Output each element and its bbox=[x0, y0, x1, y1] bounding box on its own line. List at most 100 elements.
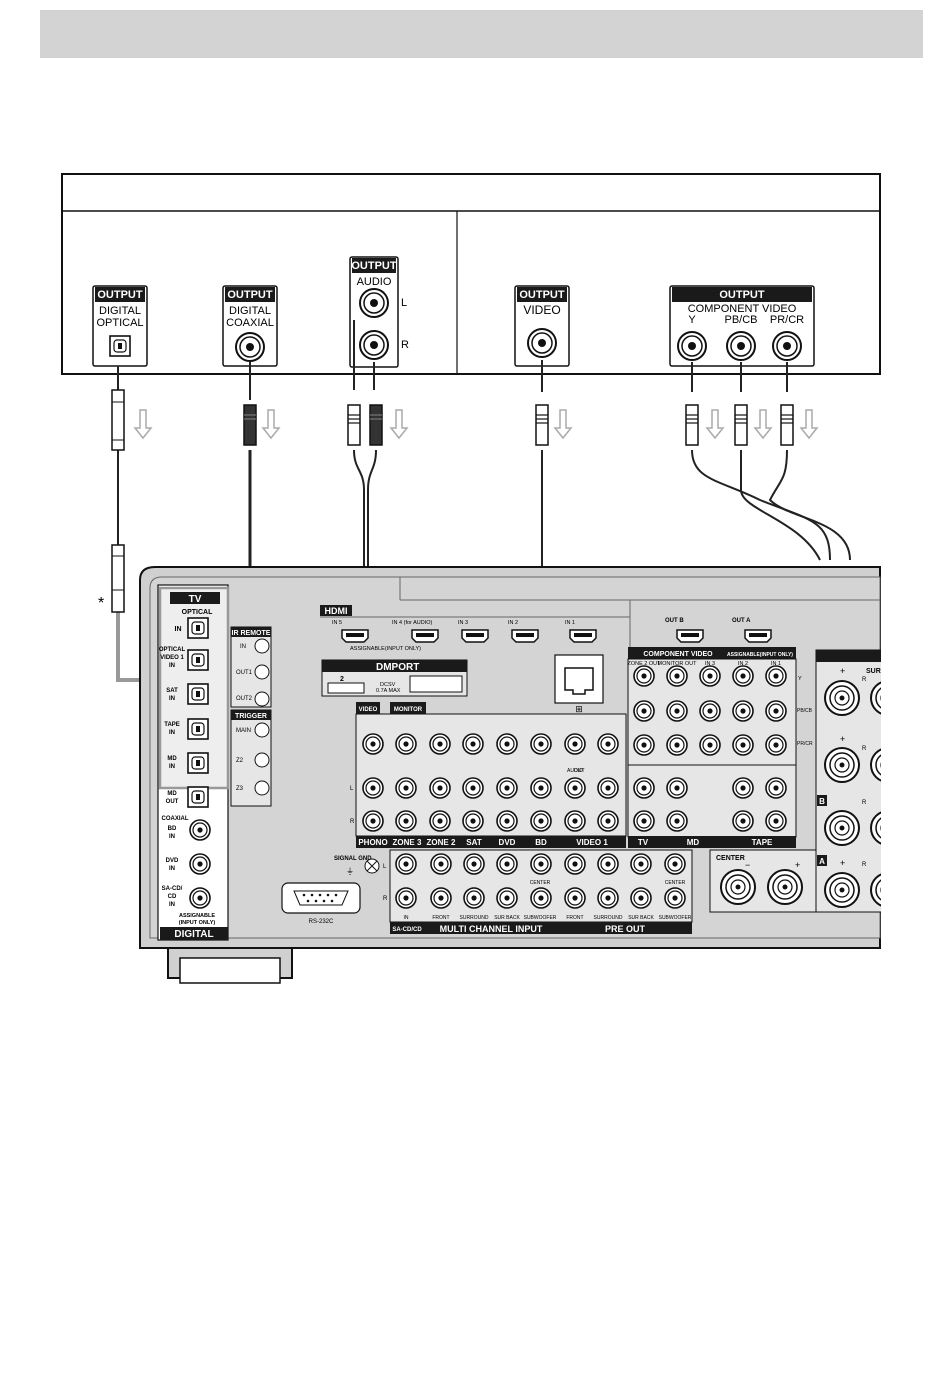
arrow-down-icon bbox=[134, 409, 152, 439]
multichannel-jack-icon[interactable] bbox=[395, 853, 417, 875]
av-jack-icon[interactable] bbox=[362, 810, 384, 832]
av-jack-icon[interactable] bbox=[429, 810, 451, 832]
sacd-coaxial-jack-icon[interactable] bbox=[189, 887, 211, 909]
label-max-current: 0.7A MAX bbox=[376, 688, 401, 694]
multichannel-jack-icon[interactable] bbox=[530, 853, 552, 875]
av-jack-icon[interactable] bbox=[530, 777, 552, 799]
hdmi-port-icon[interactable] bbox=[569, 629, 597, 643]
multichannel-jack-icon[interactable] bbox=[664, 887, 686, 909]
av-jack-icon[interactable] bbox=[633, 810, 655, 832]
av-jack-icon[interactable] bbox=[530, 733, 552, 755]
multichannel-jack-icon[interactable] bbox=[630, 853, 652, 875]
av-jack-icon[interactable] bbox=[633, 777, 655, 799]
rs232c-port[interactable]: RS-232C bbox=[281, 882, 361, 925]
multichannel-jack-icon[interactable] bbox=[664, 853, 686, 875]
speaker-terminal-icon[interactable] bbox=[824, 747, 860, 783]
multichannel-jack-icon[interactable] bbox=[597, 853, 619, 875]
component-jack-icon[interactable] bbox=[699, 734, 721, 756]
bd-coaxial-jack-icon[interactable] bbox=[189, 819, 211, 841]
multichannel-jack-icon[interactable] bbox=[597, 887, 619, 909]
av-jack-icon[interactable] bbox=[666, 777, 688, 799]
hdmi-port-icon[interactable] bbox=[341, 629, 369, 643]
multichannel-jack-icon[interactable] bbox=[430, 853, 452, 875]
component-jack-icon[interactable] bbox=[765, 665, 787, 687]
av-jack-icon[interactable] bbox=[564, 733, 586, 755]
av-jack-icon[interactable] bbox=[462, 777, 484, 799]
av-jack-icon[interactable] bbox=[429, 733, 451, 755]
av-jack-icon[interactable] bbox=[597, 777, 619, 799]
av-jack-icon[interactable] bbox=[564, 777, 586, 799]
av-jack-icon[interactable] bbox=[362, 733, 384, 755]
label-z2: Z2 bbox=[236, 758, 244, 764]
av-jack-icon[interactable] bbox=[429, 777, 451, 799]
multichannel-jack-icon[interactable] bbox=[496, 887, 518, 909]
multichannel-jack-icon[interactable] bbox=[430, 887, 452, 909]
component-jack-icon[interactable] bbox=[633, 734, 655, 756]
av-jack-icon[interactable] bbox=[395, 810, 417, 832]
output-digital-optical[interactable]: OUTPUT DIGITAL OPTICAL bbox=[92, 285, 148, 367]
speaker-terminal-icon[interactable] bbox=[720, 869, 756, 905]
component-jack-icon[interactable] bbox=[699, 700, 721, 722]
component-jack-icon[interactable] bbox=[765, 734, 787, 756]
output-component-video[interactable]: OUTPUT COMPONENT VIDEO Y PB/CB PR/CR bbox=[669, 285, 815, 367]
multichannel-jack-icon[interactable] bbox=[564, 853, 586, 875]
output-digital-coaxial[interactable]: OUTPUT DIGITAL COAXIAL bbox=[222, 285, 278, 367]
multichannel-jack-icon[interactable] bbox=[395, 887, 417, 909]
label-in: IN bbox=[169, 696, 175, 702]
av-jack-icon[interactable] bbox=[395, 777, 417, 799]
component-jack-icon[interactable] bbox=[633, 665, 655, 687]
av-jack-icon[interactable] bbox=[496, 733, 518, 755]
av-jack-icon[interactable] bbox=[496, 810, 518, 832]
output-video[interactable]: OUTPUT VIDEO bbox=[514, 285, 570, 367]
av-jack-icon[interactable] bbox=[765, 810, 787, 832]
label-md: MD bbox=[167, 756, 177, 762]
component-jack-icon[interactable] bbox=[666, 665, 688, 687]
component-jack-icon[interactable] bbox=[732, 734, 754, 756]
av-jack-icon[interactable] bbox=[732, 810, 754, 832]
av-jack-icon[interactable] bbox=[362, 777, 384, 799]
component-jack-icon[interactable] bbox=[732, 665, 754, 687]
av-jack-icon[interactable] bbox=[462, 733, 484, 755]
av-jack-icon[interactable] bbox=[666, 810, 688, 832]
tape-optical-jack-icon[interactable] bbox=[187, 718, 209, 740]
av-jack-icon[interactable] bbox=[597, 810, 619, 832]
label-rs232c: RS-232C bbox=[309, 919, 334, 925]
av-jack-icon[interactable] bbox=[395, 733, 417, 755]
multichannel-jack-icon[interactable] bbox=[463, 887, 485, 909]
output-audio[interactable]: OUTPUT AUDIO L R bbox=[349, 256, 409, 368]
hdmi-port-icon[interactable] bbox=[744, 629, 772, 643]
component-jack-icon[interactable] bbox=[666, 700, 688, 722]
av-jack-icon[interactable] bbox=[597, 733, 619, 755]
multichannel-jack-icon[interactable] bbox=[496, 853, 518, 875]
multichannel-jack-icon[interactable] bbox=[463, 853, 485, 875]
speaker-terminal-icon[interactable] bbox=[767, 869, 803, 905]
ethernet-port[interactable]: ⊞ bbox=[554, 654, 604, 714]
av-jack-icon[interactable] bbox=[462, 810, 484, 832]
video1-optical-jack-icon[interactable] bbox=[187, 649, 209, 671]
component-jack-icon[interactable] bbox=[633, 700, 655, 722]
multichannel-jack-icon[interactable] bbox=[630, 887, 652, 909]
av-jack-icon[interactable] bbox=[530, 810, 552, 832]
av-jack-icon[interactable] bbox=[732, 777, 754, 799]
md-optical-out-jack-icon[interactable] bbox=[187, 786, 209, 808]
av-jack-icon[interactable] bbox=[564, 810, 586, 832]
sat-optical-jack-icon[interactable] bbox=[187, 683, 209, 705]
multichannel-jack-icon[interactable] bbox=[530, 887, 552, 909]
hdmi-port-icon[interactable] bbox=[411, 629, 439, 643]
hdmi-port-icon[interactable] bbox=[461, 629, 489, 643]
av-jack-icon[interactable] bbox=[496, 777, 518, 799]
speaker-terminal-icon[interactable] bbox=[824, 872, 860, 908]
hdmi-port-icon[interactable] bbox=[676, 629, 704, 643]
component-jack-icon[interactable] bbox=[666, 734, 688, 756]
hdmi-port-icon[interactable] bbox=[511, 629, 539, 643]
component-jack-icon[interactable] bbox=[699, 665, 721, 687]
component-jack-icon[interactable] bbox=[732, 700, 754, 722]
speaker-terminal-icon[interactable] bbox=[824, 680, 860, 716]
av-jack-icon[interactable] bbox=[765, 777, 787, 799]
tv-optical-jack-icon[interactable] bbox=[187, 617, 209, 639]
multichannel-jack-icon[interactable] bbox=[564, 887, 586, 909]
dvd-coaxial-jack-icon[interactable] bbox=[189, 853, 211, 875]
speaker-terminal-icon[interactable] bbox=[824, 810, 860, 846]
md-optical-in-jack-icon[interactable] bbox=[187, 752, 209, 774]
component-jack-icon[interactable] bbox=[765, 700, 787, 722]
